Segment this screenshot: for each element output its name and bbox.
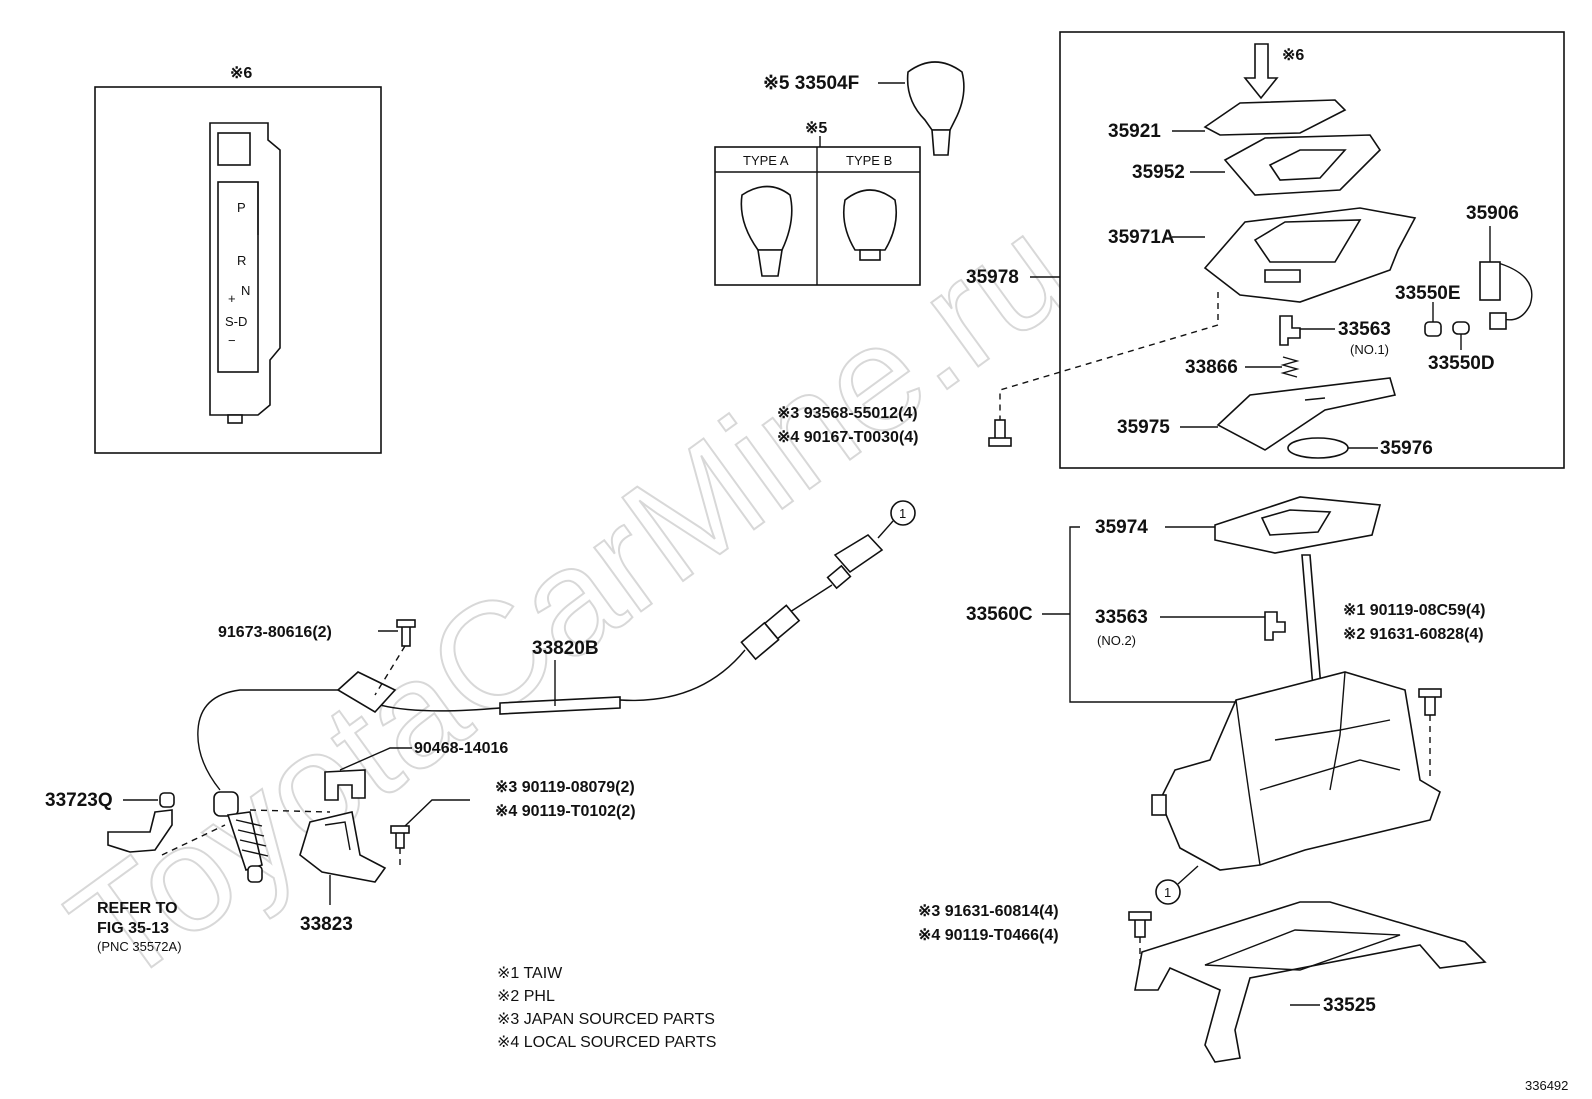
legend-item-3: ※3 JAPAN SOURCED PARTS bbox=[497, 1011, 715, 1028]
bracket-33560C bbox=[1042, 526, 1238, 703]
part-35974 bbox=[1214, 496, 1382, 554]
part-35952 bbox=[1223, 134, 1382, 196]
label-35976: 35976 bbox=[1380, 438, 1433, 459]
gate-letter-r: R bbox=[237, 253, 246, 268]
knob-type-b-drawing bbox=[842, 189, 898, 261]
part-35971A bbox=[1203, 207, 1417, 303]
label-35971A: 35971A bbox=[1108, 227, 1175, 248]
label-33563-no2: 33563 bbox=[1095, 607, 1148, 628]
part-33550D bbox=[1452, 321, 1470, 335]
label-91673: 91673-80616(2) bbox=[218, 624, 332, 641]
label-bolt-c1: ※3 90119-08079(2) bbox=[495, 779, 635, 796]
label-90468: 90468-14016 bbox=[414, 740, 508, 757]
callout-1-lower: 1 bbox=[1155, 879, 1181, 905]
svg-text:1: 1 bbox=[899, 506, 906, 521]
type-b-header: TYPE B bbox=[846, 153, 892, 168]
knob-type-a-drawing bbox=[740, 185, 793, 277]
label-33550D: 33550D bbox=[1428, 353, 1495, 374]
bolt-d bbox=[1128, 911, 1152, 938]
figure-number: 336492 bbox=[1525, 1078, 1568, 1093]
gate-letter-plus: + bbox=[228, 291, 236, 306]
label-33563-no1: 33563 bbox=[1338, 319, 1391, 340]
part-33563-no1 bbox=[1279, 315, 1301, 346]
svg-text:1: 1 bbox=[1164, 885, 1171, 900]
bolt-91673 bbox=[396, 619, 416, 647]
gate-letter-n: N bbox=[241, 283, 250, 298]
down-arrow-icon bbox=[1243, 43, 1279, 100]
label-33550E: 33550E bbox=[1395, 283, 1461, 304]
legend: ※1 TAIW ※2 PHL ※3 JAPAN SOURCED PARTS ※4… bbox=[497, 965, 716, 1051]
label-bolt-d2: ※4 90119-T0466(4) bbox=[918, 927, 1059, 944]
part-35976 bbox=[1287, 437, 1349, 459]
bolt-b bbox=[1418, 688, 1442, 716]
type-a-header: TYPE A bbox=[743, 153, 789, 168]
label-33820B: 33820B bbox=[532, 638, 599, 659]
label-bolt-b2: ※2 91631-60828(4) bbox=[1343, 626, 1484, 643]
part-33823-bracket bbox=[299, 811, 387, 883]
legend-item-4: ※4 LOCAL SOURCED PARTS bbox=[497, 1034, 716, 1051]
gate-letter-p: P bbox=[237, 200, 246, 215]
label-bolt-a1: ※3 93568-55012(4) bbox=[777, 405, 918, 422]
shift-knob-33504F bbox=[906, 61, 965, 156]
label-35921-note: ※6 bbox=[1282, 47, 1304, 64]
label-35978: 35978 bbox=[966, 267, 1019, 288]
part-33723Q bbox=[159, 792, 175, 808]
label-bolt-a2: ※4 90167-T0030(4) bbox=[777, 429, 919, 446]
label-33823: 33823 bbox=[300, 914, 353, 935]
cable-33820B bbox=[197, 533, 884, 883]
gate-letter-sd: S-D bbox=[225, 314, 247, 329]
refer-line-2: FIG 35-13 bbox=[97, 920, 169, 937]
label-33563-no1-sub: (NO.1) bbox=[1350, 342, 1389, 357]
part-33563-no2 bbox=[1264, 611, 1286, 641]
knob-types-header: ※5 bbox=[805, 120, 827, 137]
label-35921: 35921 bbox=[1108, 121, 1161, 142]
label-bolt-d1: ※3 91631-60814(4) bbox=[918, 903, 1059, 920]
part-35906-wire bbox=[1479, 261, 1533, 330]
label-35975: 35975 bbox=[1117, 417, 1170, 438]
bolt-a bbox=[988, 419, 1012, 447]
shift-indicator-panel bbox=[209, 122, 281, 424]
part-90468-clip bbox=[324, 769, 366, 801]
gate-letters: P R N + S-D − bbox=[225, 200, 250, 348]
part-35975 bbox=[1216, 377, 1397, 451]
label-33525: 33525 bbox=[1323, 995, 1376, 1016]
legend-item-1: ※1 TAIW bbox=[497, 965, 563, 982]
legend-item-2: ※2 PHL bbox=[497, 988, 555, 1005]
gate-letter-minus: − bbox=[228, 333, 236, 348]
label-33563-no2-sub: (NO.2) bbox=[1097, 633, 1136, 648]
bolt-c bbox=[390, 825, 410, 849]
label-bolt-c2: ※4 90119-T0102(2) bbox=[495, 803, 636, 820]
label-33504F: ※5 33504F bbox=[763, 73, 859, 94]
callout-1-upper: 1 bbox=[890, 500, 916, 526]
refer-line-1: REFER TO bbox=[97, 900, 178, 917]
part-35921 bbox=[1203, 99, 1347, 136]
part-33550E bbox=[1424, 321, 1442, 337]
cable-end-bracket bbox=[107, 809, 173, 853]
label-bolt-b1: ※1 90119-08C59(4) bbox=[1343, 602, 1485, 619]
label-35974: 35974 bbox=[1095, 517, 1148, 538]
label-33866: 33866 bbox=[1185, 357, 1238, 378]
part-33525-base-bracket bbox=[1134, 901, 1487, 1063]
shift-lever-assembly bbox=[1151, 554, 1441, 871]
part-33866-spring bbox=[1280, 356, 1300, 378]
label-33560C: 33560C bbox=[966, 604, 1033, 625]
label-35906: 35906 bbox=[1466, 203, 1519, 224]
inset-note-label: ※6 bbox=[230, 65, 252, 82]
refer-line-3: (PNC 35572A) bbox=[97, 939, 182, 954]
label-35952: 35952 bbox=[1132, 162, 1185, 183]
label-33723Q: 33723Q bbox=[45, 790, 113, 811]
